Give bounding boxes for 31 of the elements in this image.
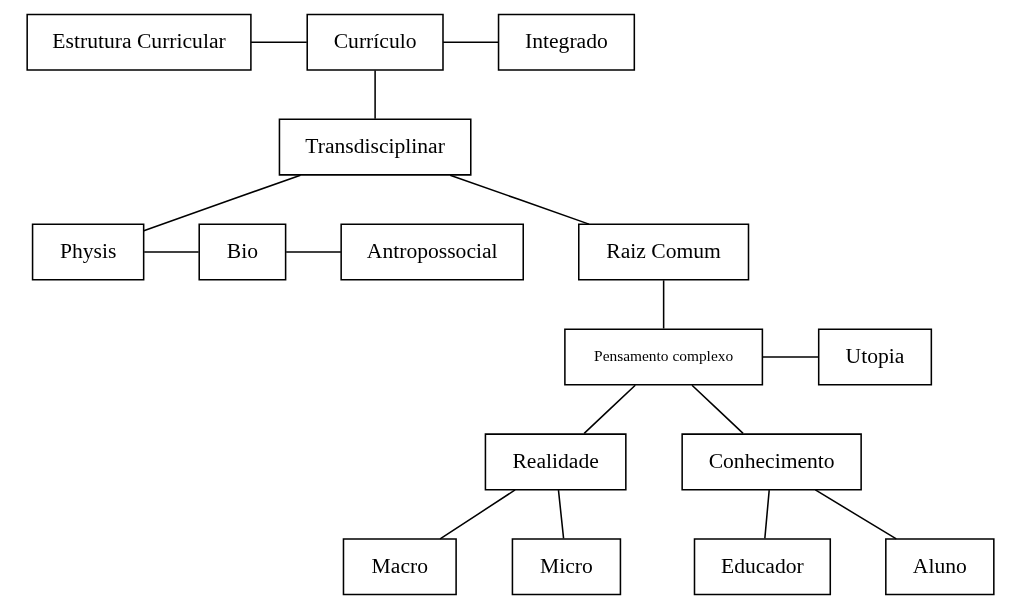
node-box: Macro (342, 538, 457, 596)
node-box: Educador (693, 538, 832, 596)
connector (143, 174, 302, 232)
node-box: Currículo (306, 13, 444, 71)
node-box: Utopia (817, 328, 933, 386)
connector (691, 384, 744, 435)
node-box: Realidade (484, 433, 627, 491)
connector (814, 489, 898, 540)
node-box: Aluno (885, 538, 995, 596)
connector (583, 384, 637, 435)
connector (439, 489, 516, 540)
connector (250, 41, 308, 43)
connector (442, 41, 500, 43)
connector (449, 174, 590, 225)
node-box: Bio (198, 223, 287, 281)
connector (764, 489, 770, 540)
node-box: Conhecimento (681, 433, 862, 491)
node-box: Micro (511, 538, 622, 596)
connector (662, 279, 665, 330)
connector (374, 69, 376, 120)
connector (761, 356, 820, 358)
node-box: Integrado (497, 13, 636, 71)
node-box: Estrutura Curricular (26, 13, 252, 71)
node-box: Pensamento complexo (564, 328, 764, 386)
connector (285, 251, 342, 253)
node-box: Raiz Comum (578, 223, 750, 281)
connector (143, 251, 200, 253)
connector (557, 489, 565, 540)
node-box: Physis (31, 223, 145, 281)
node-box: Antropossocial (340, 223, 524, 281)
node-box: Transdisciplinar (278, 118, 472, 176)
